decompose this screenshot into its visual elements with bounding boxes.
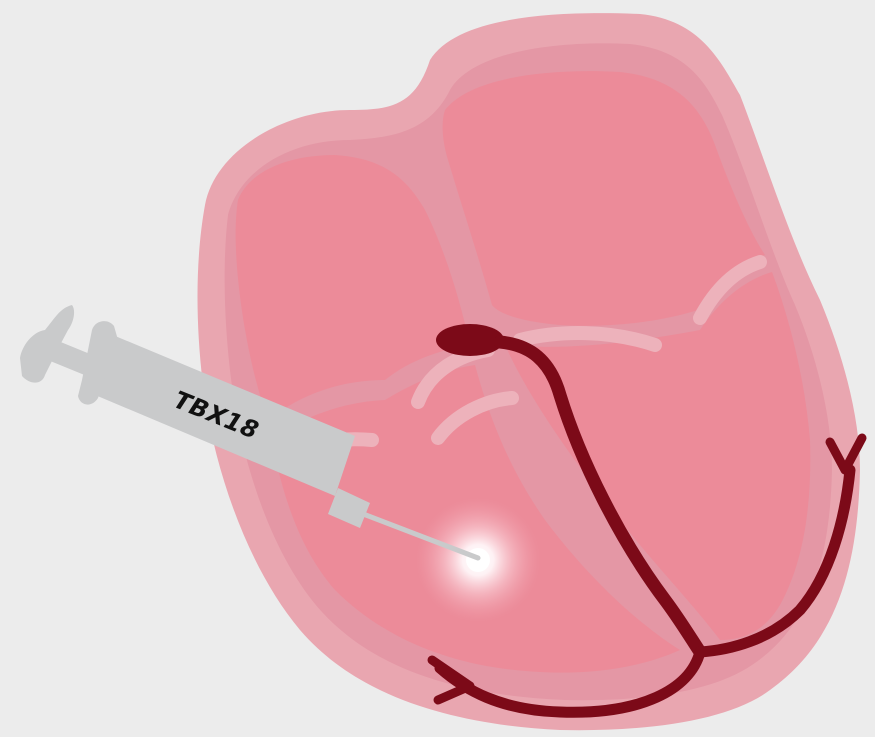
- av-node: [436, 324, 504, 356]
